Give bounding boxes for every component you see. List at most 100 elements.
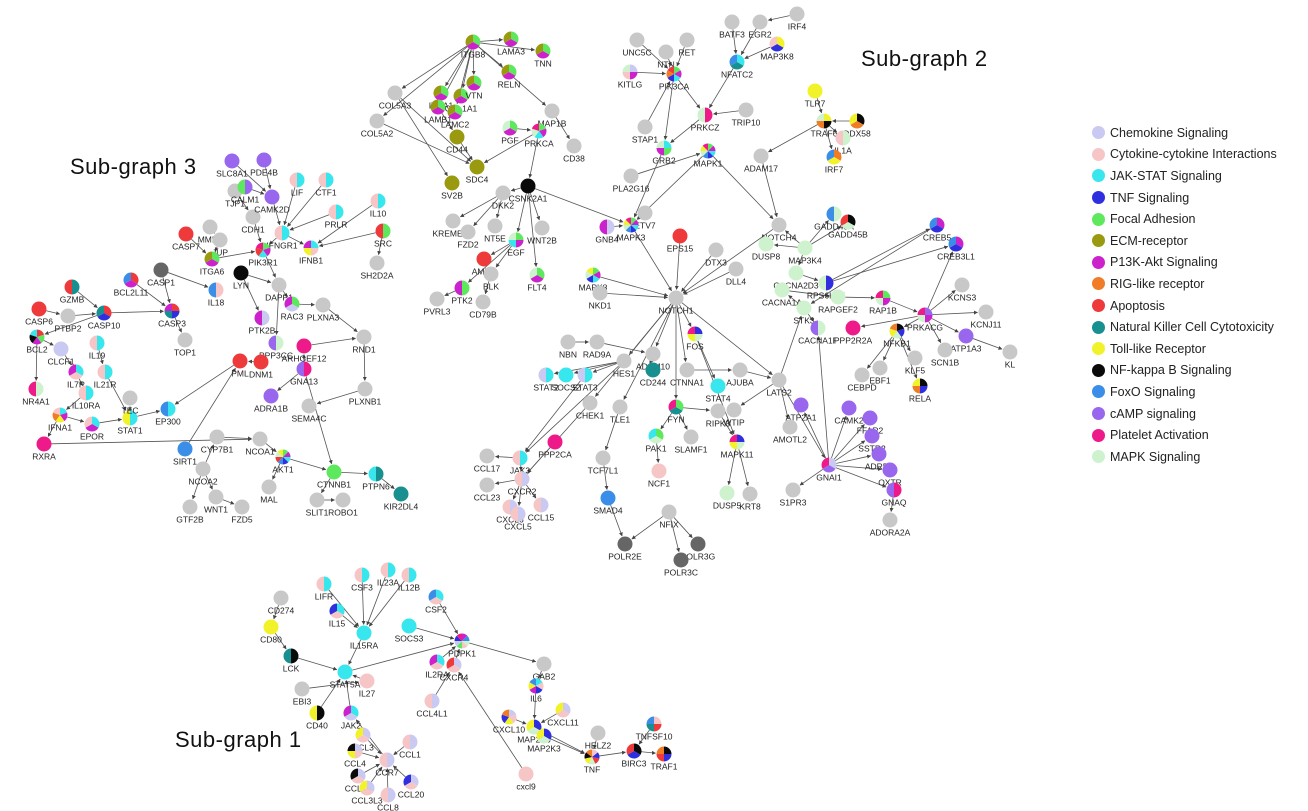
gene-label: RIPK3 (706, 419, 731, 429)
edge (676, 46, 685, 67)
gene-label: NOTCH1 (659, 306, 694, 316)
node-slice (512, 450, 520, 466)
legend-swatch (1092, 277, 1105, 291)
edge (320, 678, 341, 708)
legend-item: FoxO Signaling (1092, 381, 1277, 403)
gene-label: CCL19 (345, 784, 372, 794)
node-slice (510, 120, 518, 132)
gene-node: SIRT1 (173, 441, 197, 467)
node-slice (949, 244, 963, 252)
node-slice (668, 290, 684, 306)
legend-label: Platelet Activation (1110, 428, 1209, 443)
gene-node: HES1 (613, 353, 635, 379)
node-slice (875, 290, 883, 298)
edge (679, 304, 692, 327)
gene-label: IL7R (67, 380, 85, 390)
gene-label: MAPK8 (579, 283, 608, 293)
gene-label: EBF1 (869, 376, 891, 386)
gene-node: CCL3 (352, 727, 374, 753)
edge (528, 138, 538, 179)
node-slice (358, 768, 366, 780)
node-slice (544, 728, 552, 740)
node-slice (737, 442, 745, 450)
legend-swatch (1092, 407, 1105, 421)
node-slice (529, 267, 537, 279)
gene-label: CAMK2D (254, 205, 289, 215)
gene-node: COL5A2 (361, 113, 394, 139)
node-slice (504, 717, 514, 725)
gene-node: RIPK3 (706, 403, 731, 429)
gene-label: PGF (501, 136, 518, 146)
node-slice (476, 251, 492, 267)
node-slice (593, 275, 600, 283)
node-slice (537, 736, 551, 744)
node-slice (282, 225, 290, 241)
edge (834, 440, 866, 462)
gene-node: CACNA1F (798, 320, 838, 346)
node-slice (357, 381, 373, 397)
gene-node: LATS2 (766, 372, 792, 398)
node-slice (897, 323, 905, 331)
node-slice (518, 766, 534, 782)
node-slice (309, 705, 317, 721)
node-slice (645, 362, 661, 378)
gene-node: PPP3CC (259, 335, 293, 361)
node-slice (60, 412, 68, 422)
node-slice (656, 140, 664, 148)
edge (727, 449, 736, 486)
node-slice (326, 464, 342, 480)
gene-label: CXCL6 (496, 515, 524, 525)
gene-label: CXCR4 (440, 673, 469, 683)
node-slice (483, 266, 499, 282)
edge (495, 245, 512, 268)
gene-node: cxcl9 (516, 766, 536, 792)
gene-node: SLAMF1 (674, 429, 708, 455)
gene-label: CD44 (446, 145, 468, 155)
node-slice (160, 401, 168, 417)
edge (400, 97, 471, 162)
node-slice (883, 290, 891, 298)
edge (309, 680, 359, 689)
node-slice (708, 242, 724, 258)
gene-node: PTPN6 (362, 466, 390, 492)
gene-label: MAP2K6 (517, 735, 551, 745)
edge (540, 713, 557, 724)
gene-node: GTF2B (176, 499, 204, 525)
edge (368, 580, 405, 627)
edge (495, 454, 513, 459)
gene-node: NBN (559, 334, 577, 360)
node-slice (683, 429, 699, 445)
node-slice (401, 567, 409, 583)
gene-label: DUSP8 (752, 252, 781, 262)
node-slice (710, 378, 726, 394)
node-slice (29, 329, 37, 337)
node-slice (892, 331, 902, 339)
edge (473, 198, 499, 226)
node-slice (72, 279, 80, 295)
node-slice (409, 567, 417, 583)
node-slice (234, 499, 250, 515)
node-slice (679, 362, 695, 378)
node-slice (674, 74, 681, 82)
node-slice (387, 752, 395, 768)
node-slice (729, 54, 737, 66)
gene-node: CTF1 (315, 172, 337, 198)
gene-node: NR4A1 (22, 381, 50, 407)
gene-node: IL7R (67, 364, 85, 390)
node-slice (771, 217, 787, 233)
gene-node: TRIP10 (732, 102, 761, 128)
edge (972, 338, 1003, 350)
node-slice (275, 451, 283, 457)
node-slice (850, 121, 864, 129)
gene-label: PLXNA3 (307, 313, 340, 323)
gene-label: RAC3 (281, 312, 304, 322)
gene-node: CHEK1 (576, 395, 604, 421)
legend-item: JAK-STAT Signaling (1092, 165, 1277, 187)
node-slice (168, 401, 176, 417)
edge (471, 49, 476, 75)
node-slice (309, 492, 325, 508)
edge (525, 365, 619, 453)
node-slice (337, 603, 345, 615)
legend-swatch (1092, 191, 1105, 205)
gene-node: IL19 (89, 335, 106, 361)
